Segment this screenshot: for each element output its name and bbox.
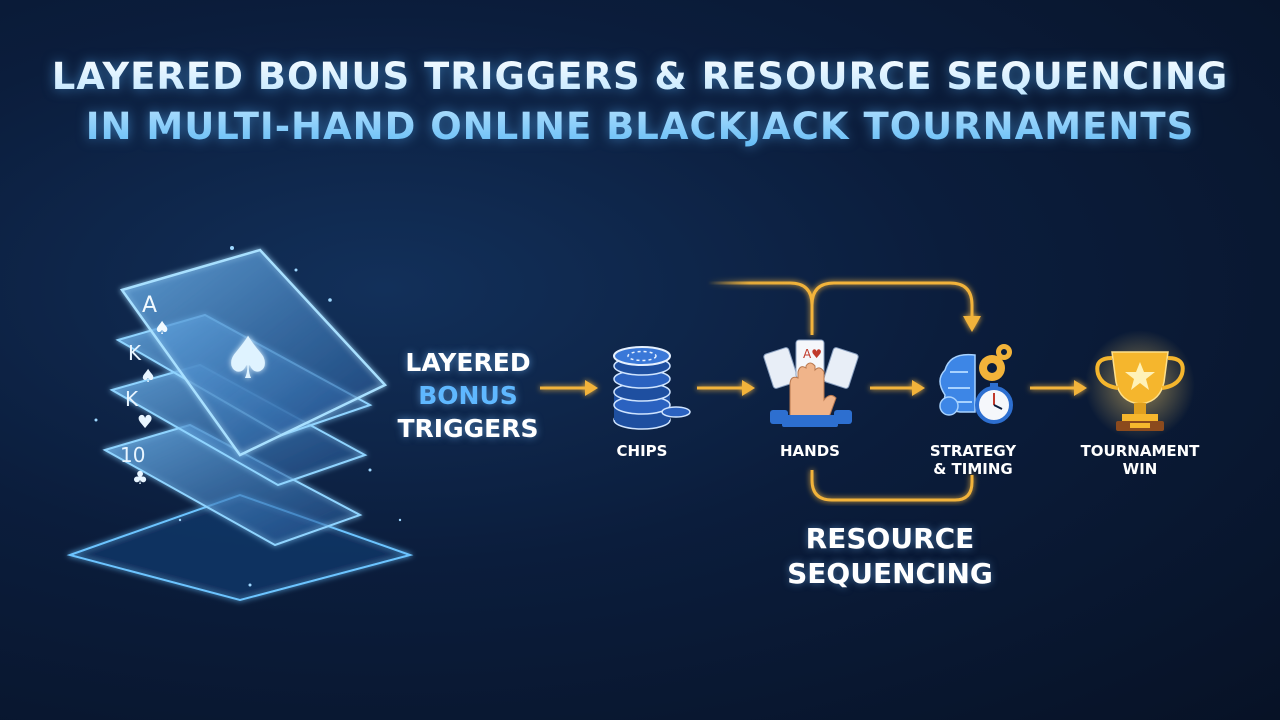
arrow-hands-to-strategy: [870, 380, 925, 396]
top-sequencing-loop: [708, 281, 981, 335]
spade-icon-small: ♠: [140, 366, 156, 387]
layered-label-line-3: TRIGGERS: [397, 414, 539, 443]
resource-label-line-2: SEQUENCING: [787, 557, 993, 590]
bottom-sequencing-bracket: [810, 470, 974, 502]
card-ace-rank: A: [142, 293, 157, 318]
card-ace-spades: A ♠ ♠: [119, 248, 388, 457]
hands-label: HANDS: [780, 442, 840, 460]
layered-label-line-1: LAYERED: [405, 348, 531, 377]
card-10-clubs: 10 ♣: [102, 423, 363, 547]
resource-label-line-1: RESOURCE: [805, 522, 975, 555]
card-base-platform: [66, 493, 414, 602]
resource-sequencing-label: RESOURCE SEQUENCING: [760, 521, 1020, 591]
spade-icon-corner: ♠: [154, 318, 170, 339]
heart-icon: ♥: [137, 412, 153, 433]
spade-icon: ♠: [222, 324, 274, 392]
club-icon: ♣: [132, 468, 148, 489]
strategy-timing-label: STRATEGY & TIMING: [929, 442, 1017, 478]
trophy-icon: [1085, 330, 1195, 440]
chip-stack-icon: [613, 346, 691, 430]
brain-gear-stopwatch-icon: [939, 344, 1013, 424]
layered-bonus-triggers-label: LAYERED BONUS TRIGGERS: [378, 346, 558, 445]
sparkle-particles: [94, 246, 402, 587]
arrow-chips-to-hands: [697, 380, 755, 396]
tournament-win-label: TOURNAMENT WIN: [1080, 442, 1200, 478]
card-ace-mini-icon: A♥: [803, 347, 822, 361]
arrow-triggers-to-chips: [540, 380, 598, 396]
card-king-rank-1: K: [128, 341, 142, 365]
card-king-rank-2: K: [125, 387, 139, 411]
arrow-strategy-to-win: [1030, 380, 1087, 396]
hands-cards-icon: A♥: [763, 339, 859, 427]
chips-label: CHIPS: [616, 442, 668, 460]
card-10-rank: 10: [120, 443, 145, 467]
layered-label-line-2: BONUS: [418, 381, 518, 410]
